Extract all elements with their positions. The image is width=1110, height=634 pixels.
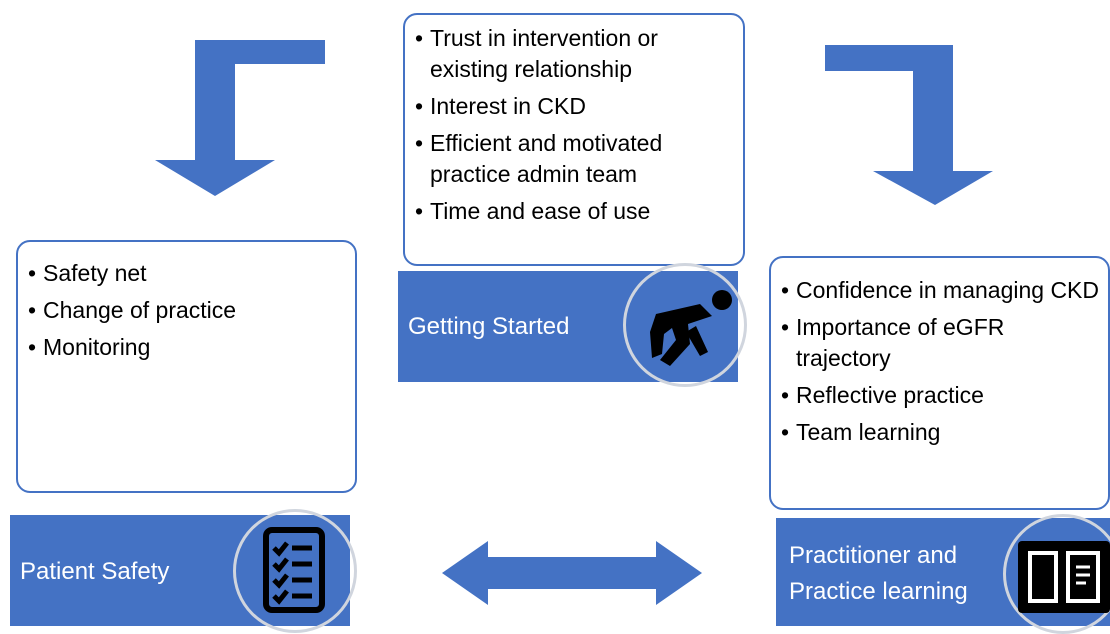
getting-started-list: Trust in intervention or existing relati… xyxy=(405,15,743,227)
getting-started-label: Getting Started xyxy=(408,313,570,340)
practitioner-learning-label-line2: Practice learning xyxy=(789,578,968,605)
double-arrow xyxy=(442,541,702,605)
list-item: Reflective practice xyxy=(781,380,1100,411)
list-item: Interest in CKD xyxy=(415,91,733,122)
list-item: Confidence in managing CKD xyxy=(781,275,1100,306)
list-item: Monitoring xyxy=(28,332,345,363)
list-item: Efficient and motivated practice admin t… xyxy=(415,128,733,190)
checklist-icon xyxy=(233,509,357,633)
patient-safety-box: Safety net Change of practice Monitoring xyxy=(16,240,357,493)
list-item: Trust in intervention or existing relati… xyxy=(415,23,733,85)
open-book-icon xyxy=(1003,514,1110,634)
bent-arrow-left xyxy=(155,40,325,196)
getting-started-banner: Getting Started xyxy=(398,263,747,387)
getting-started-box: Trust in intervention or existing relati… xyxy=(403,13,745,266)
list-item: Team learning xyxy=(781,417,1100,448)
list-item: Importance of eGFR trajectory xyxy=(781,312,1100,374)
practitioner-learning-list: Confidence in managing CKD Importance of… xyxy=(771,258,1108,448)
patient-safety-label: Patient Safety xyxy=(20,558,170,585)
list-item: Change of practice xyxy=(28,295,345,326)
patient-safety-list: Safety net Change of practice Monitoring xyxy=(18,242,355,363)
runner-start-icon xyxy=(623,263,747,387)
practitioner-learning-banner: Practitioner and Practice learning xyxy=(776,514,1110,634)
bent-arrow-right xyxy=(825,45,993,205)
list-item: Time and ease of use xyxy=(415,196,733,227)
patient-safety-banner: Patient Safety xyxy=(10,509,357,633)
practitioner-learning-label-line1: Practitioner and xyxy=(789,542,958,569)
list-item: Safety net xyxy=(28,258,345,289)
practitioner-learning-box: Confidence in managing CKD Importance of… xyxy=(769,256,1110,510)
